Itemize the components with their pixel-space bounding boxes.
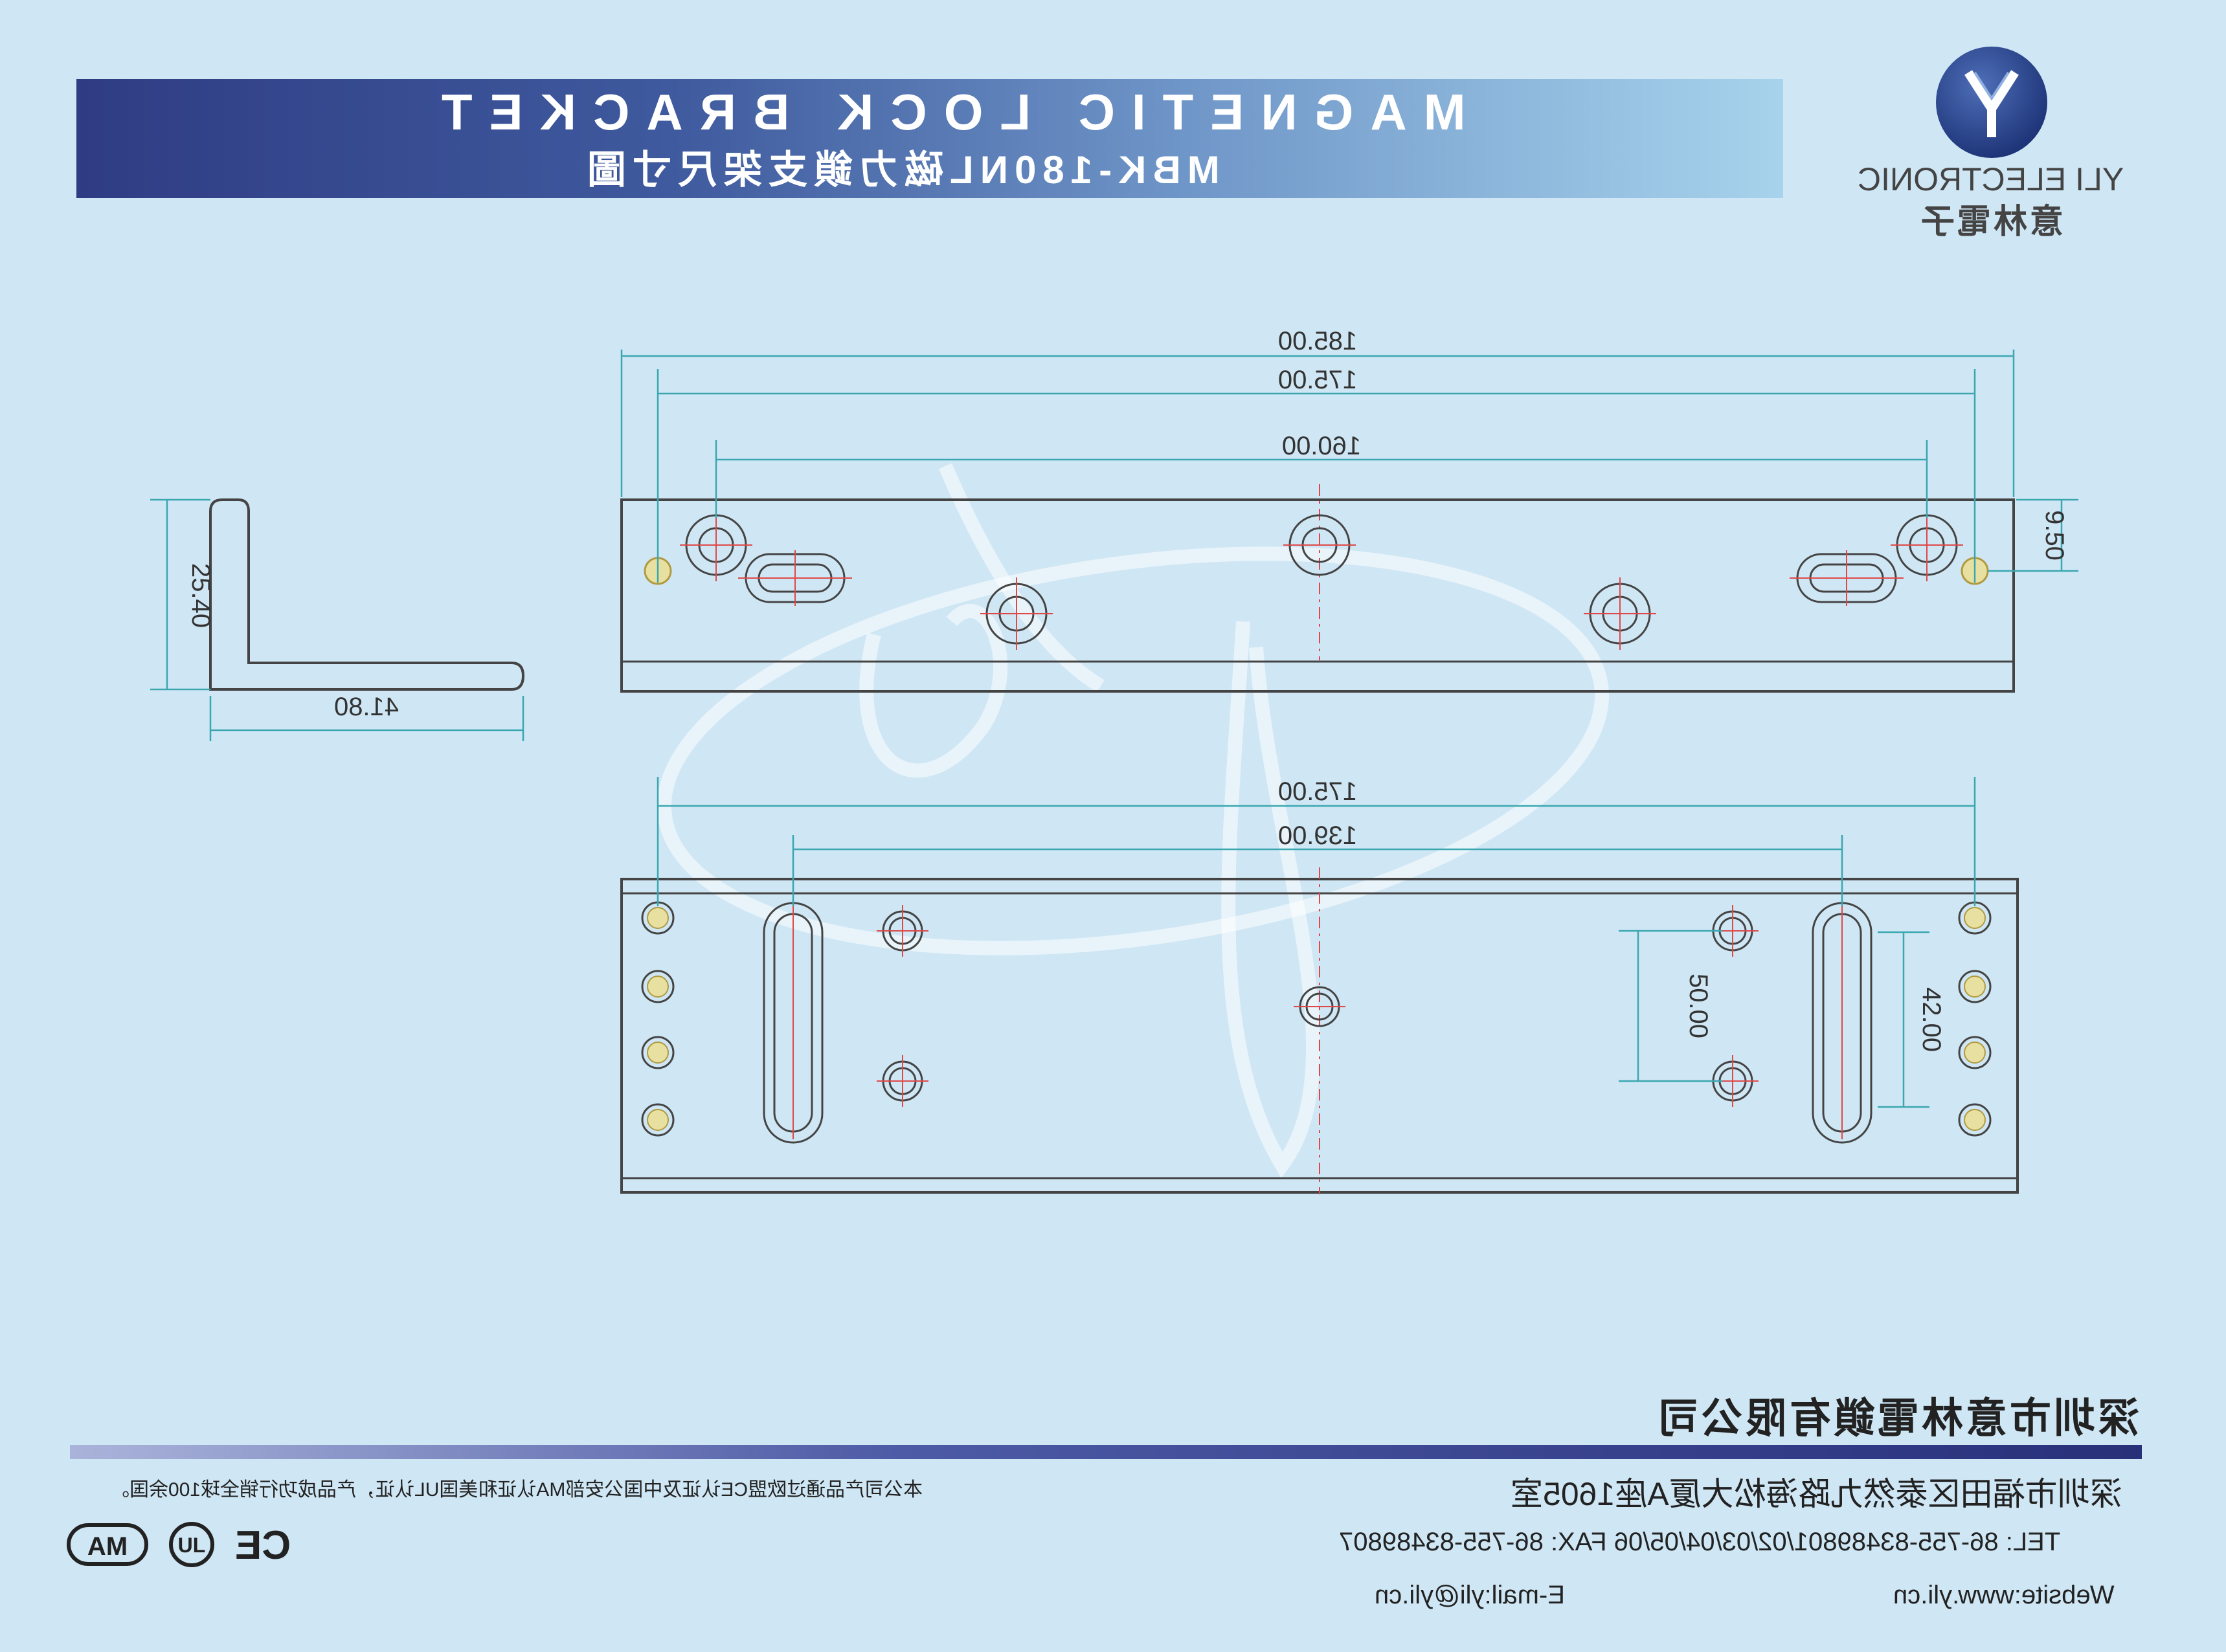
ma-logo-icon: MA [67, 1523, 148, 1566]
footer-divider [70, 1445, 2142, 1459]
svg-text:MA: MA [87, 1532, 128, 1561]
dim-side-height: 25.40 [186, 563, 215, 628]
dim-bottom-span: 175.00 [1278, 777, 1357, 806]
contact-phone-fax: TEL: 86-755-83489801/02/03/04/05/06 FAX:… [1338, 1528, 2061, 1556]
website-link[interactable]: Website:www.yli.cn [1893, 1581, 2115, 1609]
dim-hole-span-outer: 175.00 [1278, 366, 1357, 394]
dim-slot-span: 139.00 [1278, 821, 1357, 850]
top-view: 185.00 175.00 160.00 9.50 [620, 327, 2078, 693]
ul-logo-icon: UL [169, 1522, 214, 1567]
company-name: 深圳市意林電鎖有限公司 [1655, 1395, 2139, 1442]
company-address: 深圳市福田区泰然九路海松大厦A座1605室 [1510, 1476, 2122, 1512]
side-profile-view: 25.40 41.80 [150, 498, 525, 741]
yli-logo-icon [1936, 47, 2047, 158]
certification-logos: MA UL CE [67, 1522, 291, 1568]
bottom-view: 175.00 139.00 50.00 42.00 [620, 777, 2019, 1194]
dim-side-width: 41.80 [334, 693, 399, 721]
title-banner [76, 79, 1783, 198]
dim-hole-span-inner: 160.00 [1282, 432, 1361, 460]
ce-logo-icon: CE [235, 1523, 291, 1568]
dim-edge-offset: 9.50 [2040, 510, 2069, 561]
yli-watermark [657, 463, 1610, 1178]
dim-overall-length: 185.00 [1278, 327, 1357, 355]
certification-note: 本公司产品通过欧盟CE认证及中国公安部MA认证和美国UL认证，产品成功行销全球1… [110, 1479, 923, 1501]
svg-text:UL: UL [178, 1534, 206, 1557]
dim-slot-length: 42.00 [1917, 987, 1946, 1052]
svg-text:CE: CE [235, 1523, 291, 1568]
dim-screw-spacing: 50.00 [1684, 974, 1713, 1038]
l-bracket-profile [209, 498, 525, 691]
email-link[interactable]: E-mail:yli@yli.cn [1375, 1581, 1565, 1609]
